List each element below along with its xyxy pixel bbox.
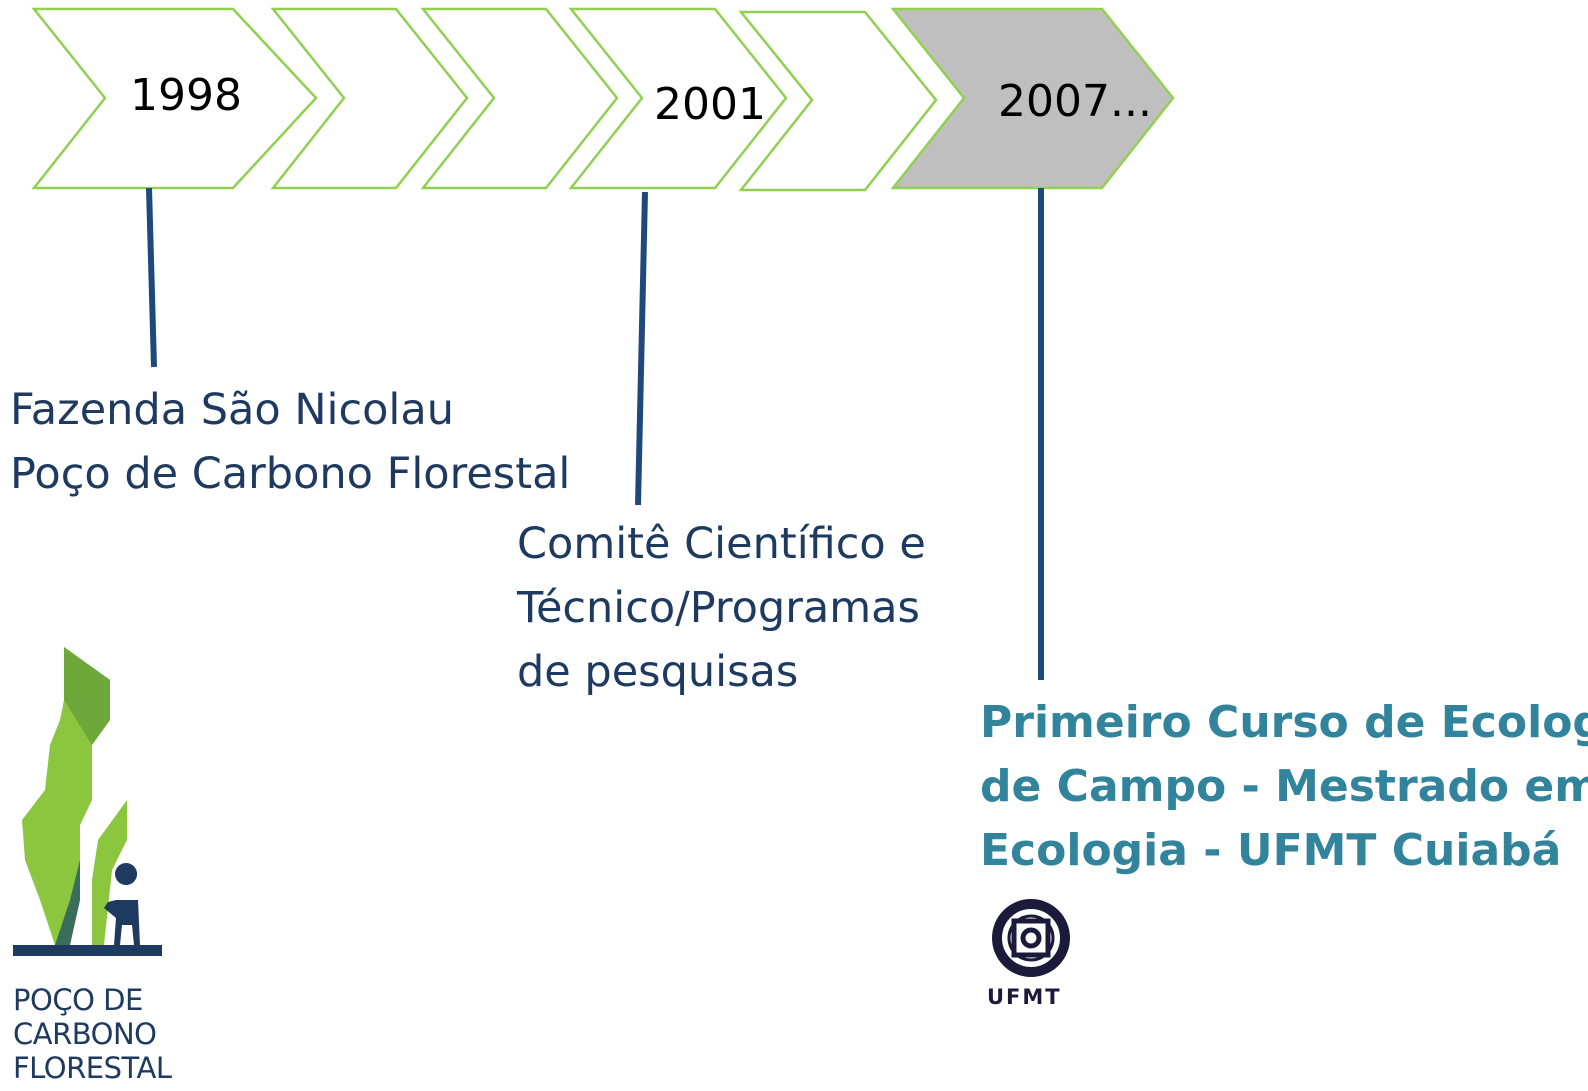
poco-leaf-small — [92, 800, 127, 945]
event-2007-line-1: Primeiro Curso de Ecologia — [980, 697, 1588, 748]
event-2001-line-1: Comitê Científico e — [517, 519, 926, 569]
event-1998-line-2: Poço de Carbono Florestal — [10, 449, 571, 499]
year-1998-label: 1998 — [130, 70, 242, 121]
event-2007-text: Primeiro Curso de Ecologia de Campo - Me… — [980, 691, 1588, 883]
poco-logo-icon — [13, 647, 162, 956]
chevron-2001 — [568, 7, 788, 190]
chevron-2007 — [890, 7, 1175, 190]
event-1998-text: Fazenda São Nicolau Poço de Carbono Flor… — [10, 378, 570, 506]
chevron-5 — [738, 10, 938, 192]
event-2001-text: Comitê Científico e Técnico/Programas de… — [517, 512, 926, 704]
poco-child-figure — [104, 863, 140, 945]
year-2001-label: 2001 — [654, 79, 766, 130]
event-2007-line-3: Ecologia - UFMT Cuiabá — [980, 825, 1562, 876]
ufmt-seal-icon — [992, 899, 1070, 977]
poco-logo-line-3: FLORESTAL — [13, 1051, 172, 1085]
poco-leaf-gradient — [64, 647, 110, 745]
poco-ground — [13, 945, 162, 956]
chevron-1998 — [31, 7, 318, 190]
year-2007-label: 2007... — [998, 76, 1152, 127]
connector-1998 — [146, 187, 157, 368]
event-2001-line-2: Técnico/Programas — [517, 583, 920, 633]
poco-logo-line-1: POÇO DE — [13, 983, 143, 1017]
chevron-3 — [420, 7, 619, 190]
poco-trunk-gradient — [55, 860, 80, 945]
ufmt-logo-text: UFMT — [987, 985, 1062, 1009]
connector-lines — [146, 187, 1044, 680]
event-2001-line-3: de pesquisas — [517, 647, 799, 697]
chevron-2 — [270, 7, 469, 190]
event-2007-line-2: de Campo - Mestrado em — [980, 761, 1588, 812]
poco-logo-line-2: CARBONO — [13, 1017, 157, 1051]
chevron-row — [31, 7, 1175, 192]
connector-2001 — [635, 191, 648, 506]
event-1998-line-1: Fazenda São Nicolau — [10, 385, 454, 435]
poco-logo-text: POÇO DE CARBONO FLORESTAL — [13, 983, 172, 1085]
